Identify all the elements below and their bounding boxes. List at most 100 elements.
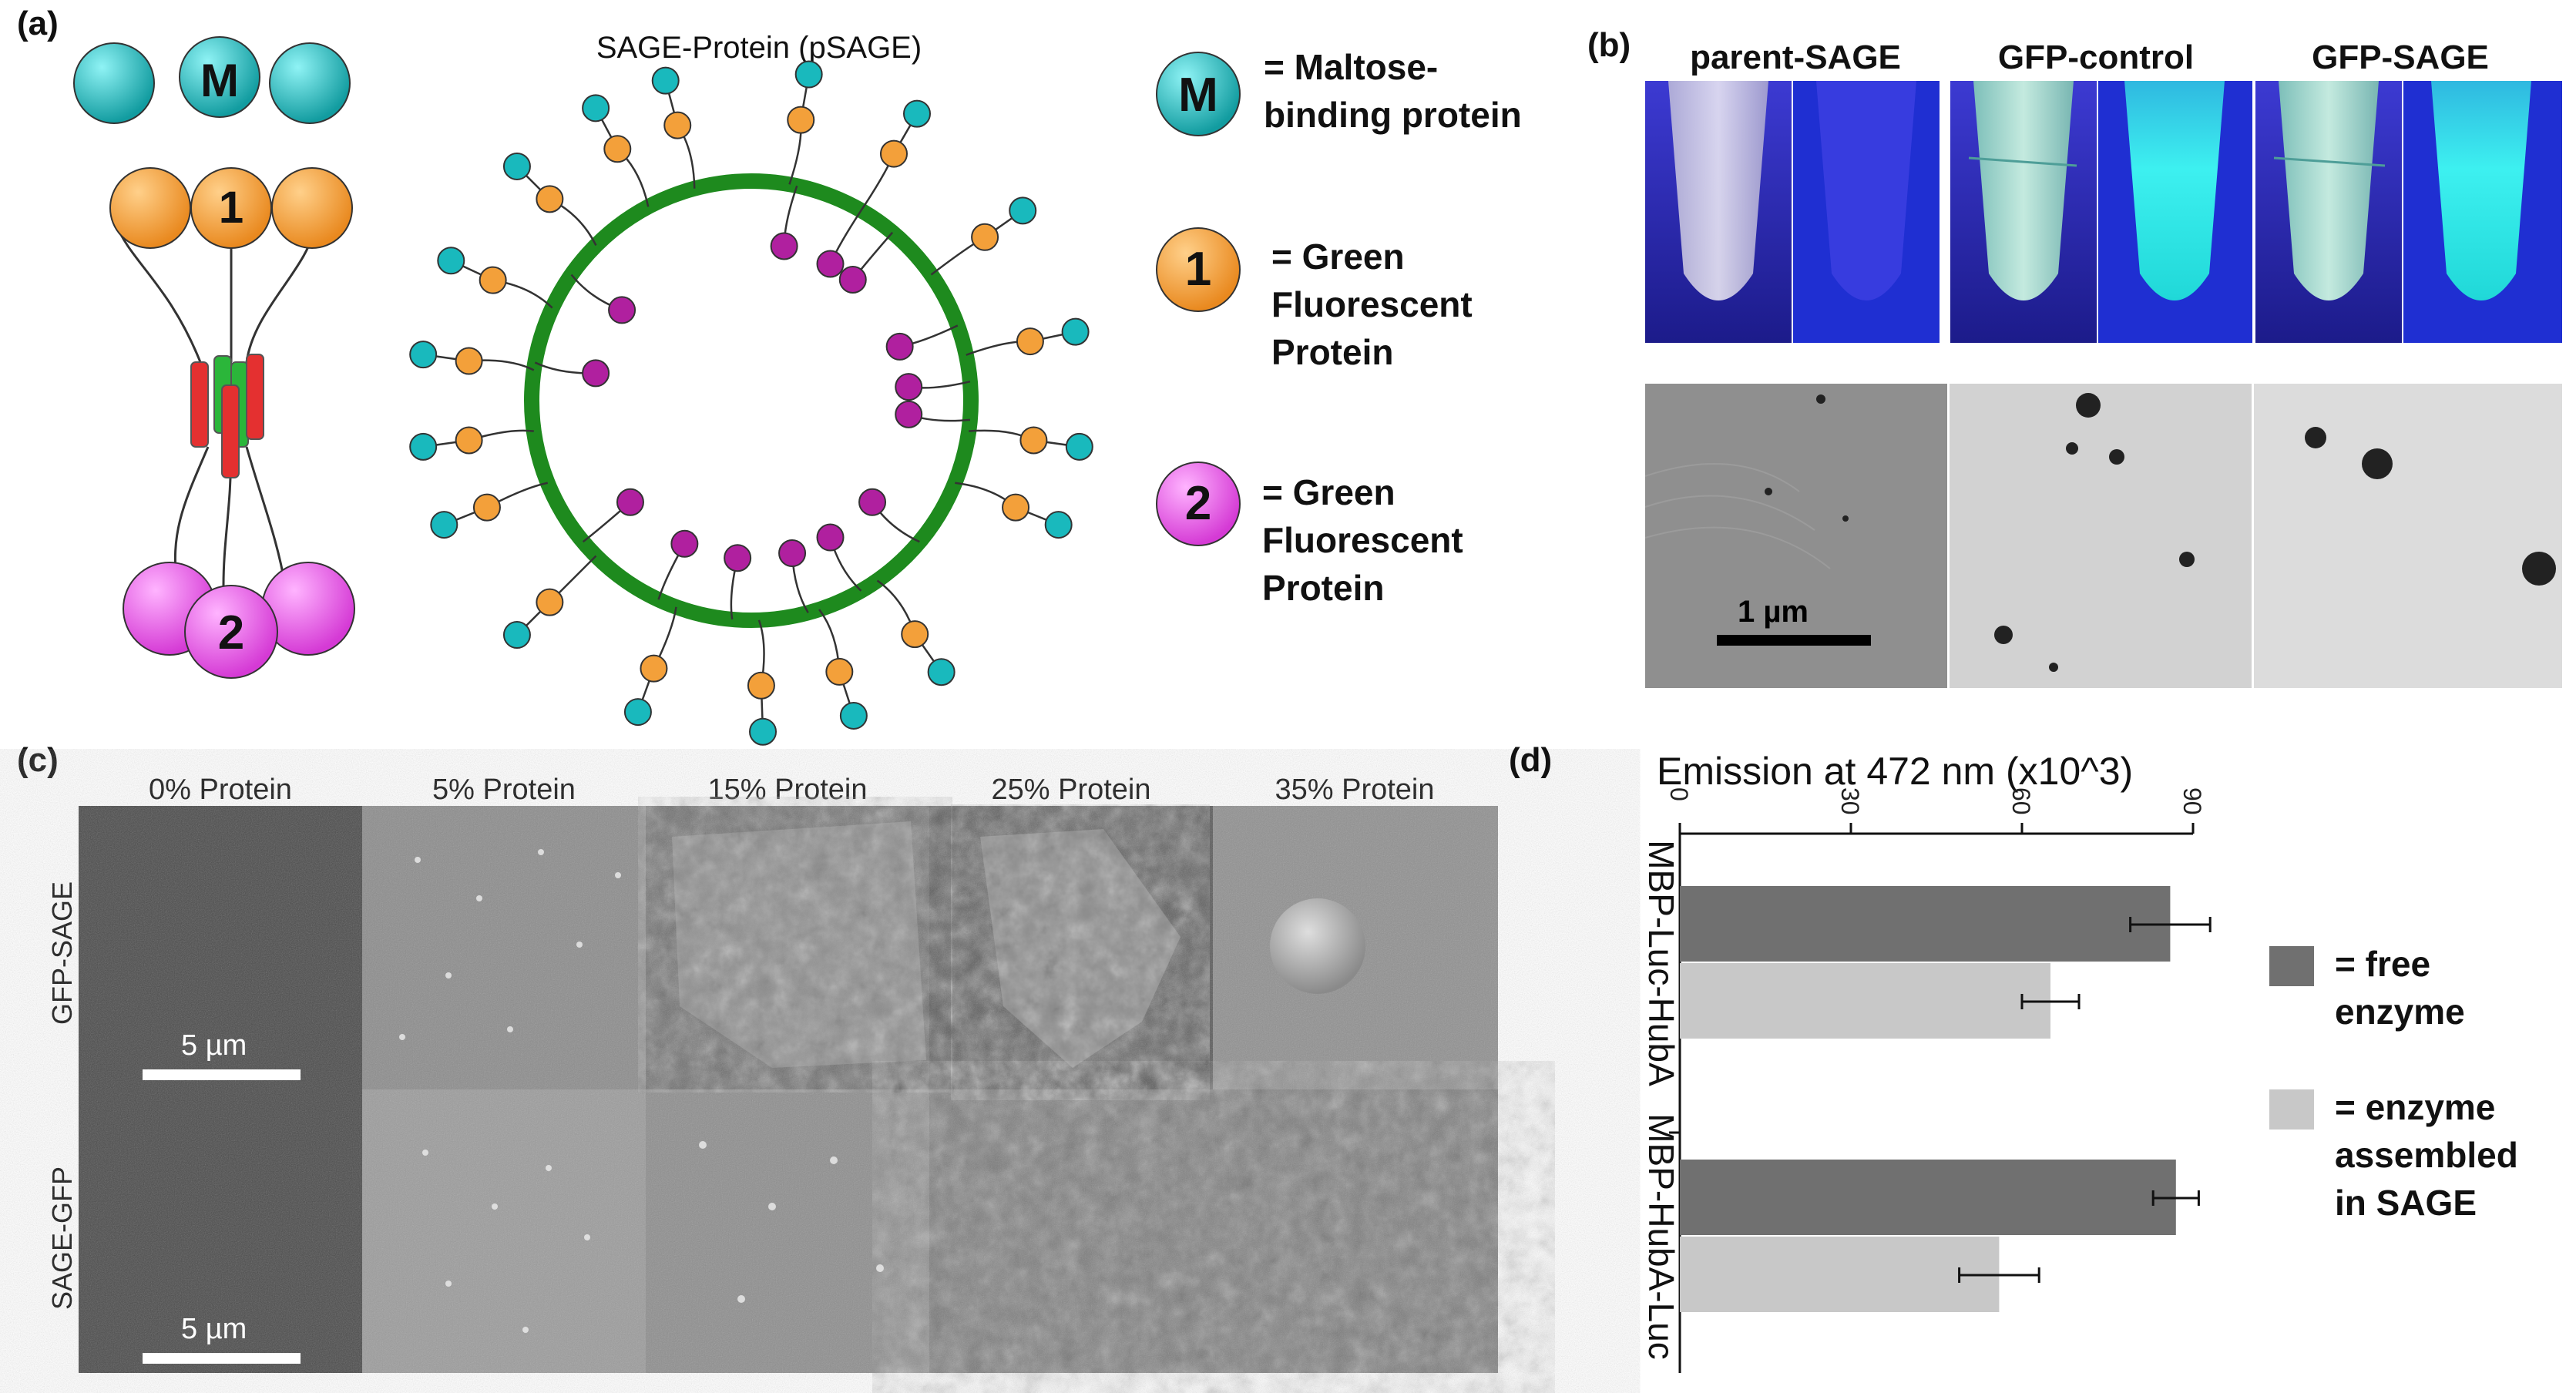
sem-scale-bar-bottom <box>143 1353 301 1364</box>
mbp-bead <box>839 701 868 730</box>
gfp1-bead <box>455 426 483 455</box>
gfp1-glyph: 1 <box>218 183 244 233</box>
legend-free-swatch <box>2269 946 2314 986</box>
legend-gfp1-number: 1 <box>1184 243 1212 296</box>
psage-particle-diagram <box>409 60 1093 746</box>
gfp1-bead <box>787 106 815 134</box>
gfp1-bead <box>640 654 668 683</box>
x-tick-label: 90 <box>2178 787 2206 815</box>
mbp-bead <box>651 66 680 95</box>
mbp-glyph: M <box>200 55 239 106</box>
mbp-bead <box>502 621 531 650</box>
category-label: MBP-Luc-HubA <box>1641 840 1681 1086</box>
bar <box>1680 1160 2176 1235</box>
mbp-bead <box>409 341 438 369</box>
hub-construct-diagram <box>73 36 355 679</box>
gfp1-bead <box>603 135 632 163</box>
legend-mbp-text: = Maltose- binding protein <box>1264 47 1522 135</box>
col-gfp-sage: GFP-SAGE <box>2312 39 2489 76</box>
gfp1-bead <box>971 223 999 251</box>
gfp2-bead <box>582 359 610 388</box>
mbp-bead <box>409 432 438 461</box>
mbp-bead <box>430 511 458 539</box>
gfp1-bead <box>472 493 501 522</box>
mbp-bead <box>502 152 531 180</box>
mbp-bead <box>1061 317 1090 346</box>
legend-assembled-text: = enzyme assembled in SAGE <box>2335 1087 2518 1223</box>
gfp2-bead <box>816 523 845 552</box>
col-parent-sage: parent-SAGE <box>1690 39 1901 76</box>
gfp1-bead <box>536 185 564 213</box>
gfp2-bead <box>816 250 845 278</box>
gfp2-bead <box>858 488 887 516</box>
gfp1-bead <box>901 620 929 649</box>
row-gfp-sage: GFP-SAGE <box>46 881 78 1025</box>
gfp2-bead <box>608 296 636 324</box>
legend-gfp1-text: = Green Fluorescent Protein <box>1271 237 1473 372</box>
bar <box>1680 886 2171 962</box>
gfp2-bead <box>616 488 644 516</box>
sem-scale-text-top: 5 µm <box>181 1029 247 1062</box>
x-tick-label: 30 <box>1836 787 1864 815</box>
panel-c-label: (c) <box>17 741 59 779</box>
mbp-bead <box>437 247 465 275</box>
gfp1-bead <box>747 671 775 700</box>
gfp2-bead <box>724 544 752 572</box>
mbp-bead <box>1009 196 1037 225</box>
legend-mbp-symbol <box>1156 52 1241 136</box>
gfp2-bead <box>670 529 699 558</box>
legend-mbp-letter: M <box>1178 69 1218 122</box>
gfp2-bead <box>885 332 914 361</box>
sem-scale-bar-top <box>143 1069 301 1080</box>
gfp2-bead <box>895 400 923 428</box>
legend-gfp1-symbol <box>1156 227 1241 312</box>
x-tick-label: 60 <box>2007 787 2035 815</box>
mbp-bead <box>1044 511 1073 539</box>
legend-free-text: = free enzyme <box>2335 944 2465 1032</box>
sem-images <box>79 806 1498 1373</box>
gfp1-bead <box>880 139 908 168</box>
tem-scale-bar <box>1717 635 1871 646</box>
gfp2-bead <box>778 539 807 568</box>
legend-gfp2-symbol <box>1156 462 1241 546</box>
bar <box>1680 1237 2000 1312</box>
mbp-bead <box>1065 432 1093 461</box>
mbp-bead <box>623 698 652 727</box>
x-tick-label: 0 <box>1665 787 1693 801</box>
gfp1-bead <box>825 657 854 686</box>
row-sage-gfp: SAGE-GFP <box>46 1166 78 1310</box>
gfp1-bead <box>536 588 564 616</box>
gfp1-bead <box>663 111 692 139</box>
col-gfp-control: GFP-control <box>1997 39 2195 76</box>
psage-title: SAGE-Protein (pSAGE) <box>596 31 922 65</box>
tem-scale-text: 1 µm <box>1738 595 1809 629</box>
gfp2-bead <box>770 232 798 260</box>
gfp1-bead <box>1002 493 1030 522</box>
legend-assembled-swatch <box>2269 1089 2314 1130</box>
gfp2-bead <box>838 265 867 294</box>
tube-photos <box>1645 81 2562 343</box>
panel-d-label: (d) <box>1509 741 1553 779</box>
col-35-percent: 35% Protein <box>1275 774 1435 806</box>
col-0-percent: 0% Protein <box>149 774 292 806</box>
mbp-bead <box>927 658 956 686</box>
gfp1-bead <box>1016 327 1044 356</box>
legend-gfp2-text: = Green Fluorescent Protein <box>1262 472 1463 608</box>
col-25-percent: 25% Protein <box>991 774 1151 806</box>
gfp1-bead <box>479 266 507 294</box>
legend-gfp2-number: 2 <box>1184 477 1212 530</box>
col-5-percent: 5% Protein <box>432 774 576 806</box>
tem-images <box>1644 384 2562 688</box>
mbp-bead <box>582 94 610 123</box>
panel-a-label: (a) <box>17 5 59 42</box>
panel-b-label: (b) <box>1587 26 1631 64</box>
mbp-bead <box>794 60 823 89</box>
col-15-percent: 15% Protein <box>707 774 868 806</box>
mbp-bead <box>903 99 931 128</box>
gfp2-glyph: 2 <box>217 606 245 660</box>
gfp1-bead <box>1019 426 1048 455</box>
chart-title: Emission at 472 nm (x10^3) <box>1657 750 2134 793</box>
gfp2-bead <box>895 373 923 401</box>
bar <box>1680 963 2050 1039</box>
